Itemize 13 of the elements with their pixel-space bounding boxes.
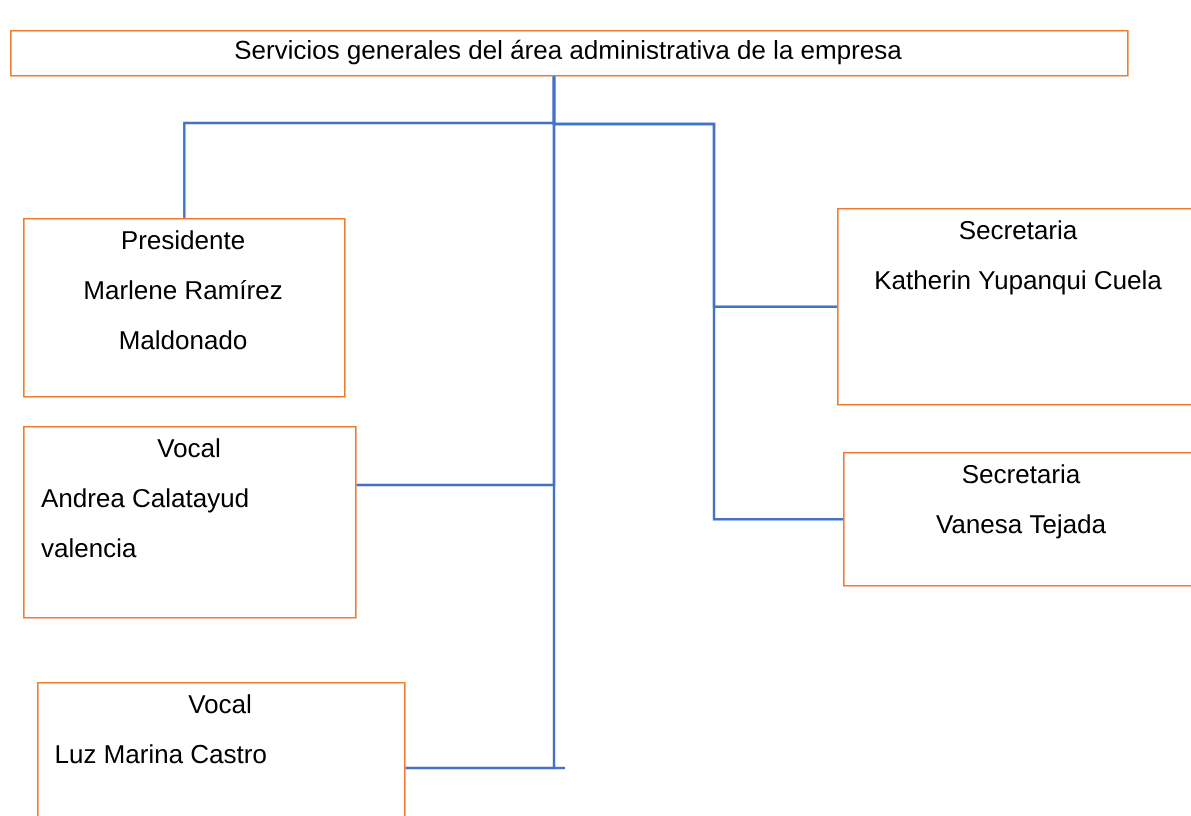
role-text: Vocal Luz Marina Castro	[56, 694, 266, 764]
role-box	[37, 682, 406, 816]
role-text: Secretaria Katherin Yupanqui Cuela	[876, 220, 1162, 295]
title-text: Servicios generales del área administrativa de la empresa	[235, 39, 902, 65]
role-text: Vocal Andrea Calatayud valencia	[41, 438, 248, 558]
role-box	[837, 208, 1191, 406]
role-box	[843, 452, 1191, 587]
connector-line	[552, 76, 843, 521]
role-text: Secretaria Vanesa Tejada	[936, 464, 1107, 539]
title-box	[10, 30, 1129, 77]
role-text: Presidente Marlene Ramírez Maldonado	[85, 230, 282, 350]
role-box	[23, 426, 357, 619]
role-box	[23, 218, 346, 398]
